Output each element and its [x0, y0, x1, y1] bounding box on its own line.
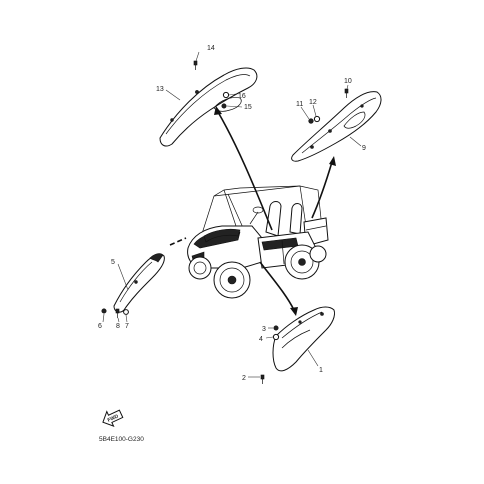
- fastener-2: [260, 374, 265, 384]
- callout-10: 10: [344, 78, 352, 85]
- fastener-12: [313, 115, 321, 123]
- diagram-code: 5B4E100-G230: [99, 436, 144, 443]
- assembly-arrow-13: [214, 106, 273, 231]
- assembly-arrow-1: [259, 261, 298, 316]
- callout-1: 1: [319, 367, 323, 374]
- callout-6: 6: [98, 323, 102, 330]
- callout-4: 4: [259, 336, 263, 343]
- leader-lines: [102, 51, 362, 378]
- assembly-arrow-9: [311, 156, 336, 219]
- callout-8: 8: [116, 323, 120, 330]
- fastener-14: [193, 60, 198, 70]
- fastener-15: [221, 103, 227, 109]
- callouts: 14 13 16 15 10 11 12 9 5 6 8 7 3 4 2 1: [98, 45, 366, 382]
- fastener-11: [308, 118, 314, 124]
- part-9-fender-flare: [291, 91, 382, 162]
- wheel-rear-right: [309, 245, 327, 263]
- fastener-3: [273, 325, 279, 331]
- fwd-direction-badge: FWD: [102, 409, 124, 427]
- callout-2: 2: [242, 375, 246, 382]
- fastener-6: [101, 308, 107, 314]
- callout-9: 9: [362, 145, 366, 152]
- callout-14: 14: [207, 45, 215, 52]
- callout-5: 5: [111, 259, 115, 266]
- leader-arrow-5-dash: [169, 237, 187, 246]
- fastener-4: [272, 333, 280, 341]
- wheel-front-right: [188, 256, 212, 280]
- callout-3: 3: [262, 326, 266, 333]
- callout-11: 11: [296, 101, 303, 108]
- fwd-label: FWD: [107, 413, 120, 423]
- callout-13: 13: [156, 86, 164, 93]
- fastener-7: [123, 309, 129, 315]
- fastener-10: [344, 88, 349, 98]
- fastener-16: [222, 91, 230, 99]
- utv-vehicle: [187, 185, 329, 299]
- callout-12: 12: [309, 99, 317, 106]
- fastener-8: [115, 308, 120, 318]
- callout-16: 16: [238, 93, 246, 100]
- wheel-front-left: [213, 261, 251, 299]
- part-5-fender-flare: [113, 253, 165, 313]
- part-13-fender-flare: [159, 67, 258, 147]
- callout-15: 15: [244, 104, 252, 111]
- callout-7: 7: [125, 323, 129, 330]
- part-1-fender-flare: [272, 306, 335, 372]
